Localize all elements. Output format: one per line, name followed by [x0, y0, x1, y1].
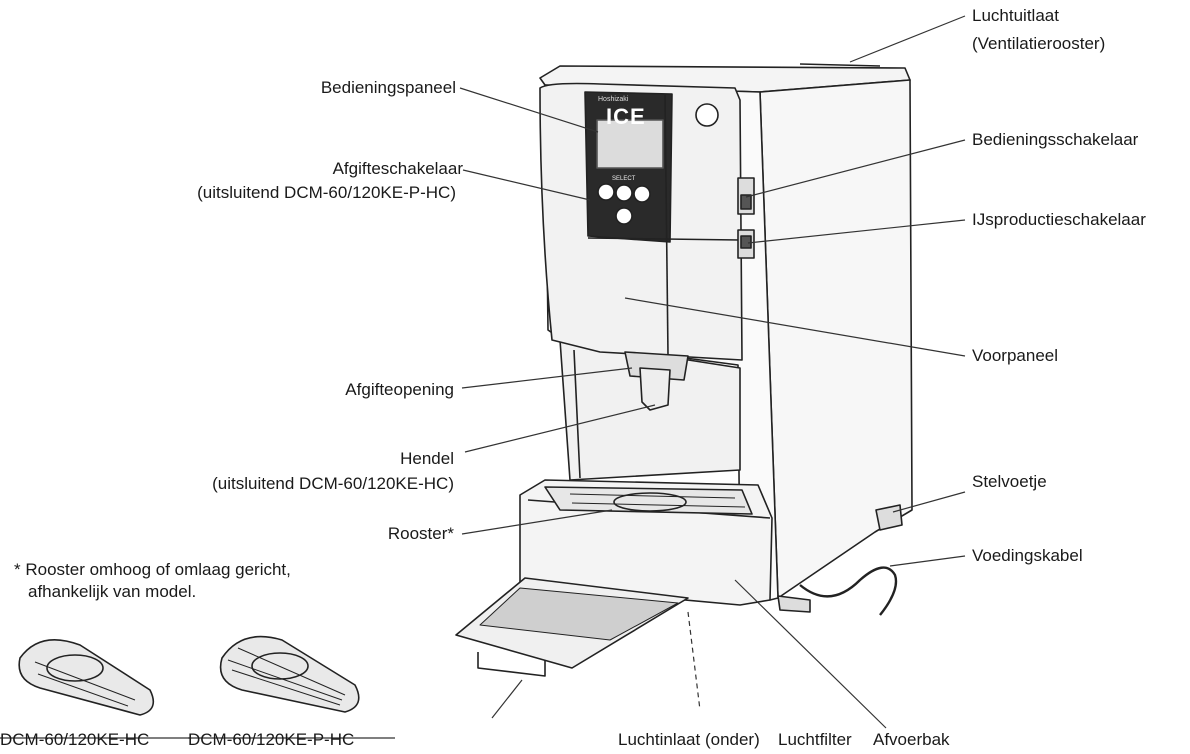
- label-hendel-note: (uitsluitend DCM-60/120KE-HC): [212, 474, 454, 493]
- label-model-hc: DCM-60/120KE-HC: [0, 730, 150, 749]
- label-stelvoetje: Stelvoetje: [972, 472, 1047, 491]
- panel-select: SELECT: [612, 176, 636, 182]
- label-hendel: Hendel: [400, 449, 454, 468]
- lever: [639, 367, 671, 411]
- label-afgifteopening: Afgifteopening: [345, 380, 454, 399]
- label-luchtinlaat: Luchtinlaat (onder): [618, 730, 760, 749]
- adjustable-foot: [875, 504, 903, 531]
- label-bedieningspaneel: Bedieningspaneel: [320, 78, 456, 97]
- label-voorpaneel: Voorpaneel: [972, 346, 1059, 365]
- grate: [544, 486, 753, 515]
- label-luchtuitlaat: Luchtuitlaat: [972, 6, 1059, 25]
- label-luchtfilter: Luchtfilter: [778, 730, 852, 749]
- label-afvoerbak: Afvoerbak: [873, 730, 950, 749]
- label-ventilatierooster: (Ventilatierooster): [972, 34, 1106, 53]
- grate-variant-phc: [219, 635, 360, 713]
- label-afgifteschakelaar-note: (uitsluitend DCM-60/120KE-P-HC): [197, 183, 456, 202]
- label-ijsproductieschakelaar: IJsproductieschakelaar: [972, 210, 1146, 229]
- label-model-phc: DCM-60/120KE-P-HC: [188, 730, 355, 749]
- panel-brand: Hoshizaki: [598, 96, 629, 103]
- label-bedieningsschakelaar: Bedieningsschakelaar: [972, 130, 1139, 149]
- power-cable: [799, 566, 898, 616]
- panel-logo: ICE: [606, 104, 646, 129]
- label-voedingskabel: Voedingskabel: [972, 546, 1083, 565]
- label-rooster: Rooster*: [387, 524, 454, 543]
- note-rooster: * Rooster omhoog of omlaag gericht,: [14, 560, 291, 579]
- label-afgifteschakelaar: Afgifteschakelaar: [332, 159, 463, 178]
- note-rooster-model: afhankelijk van model.: [28, 582, 197, 601]
- grate-variant-hc: [18, 638, 155, 716]
- indicator-light: [695, 103, 719, 127]
